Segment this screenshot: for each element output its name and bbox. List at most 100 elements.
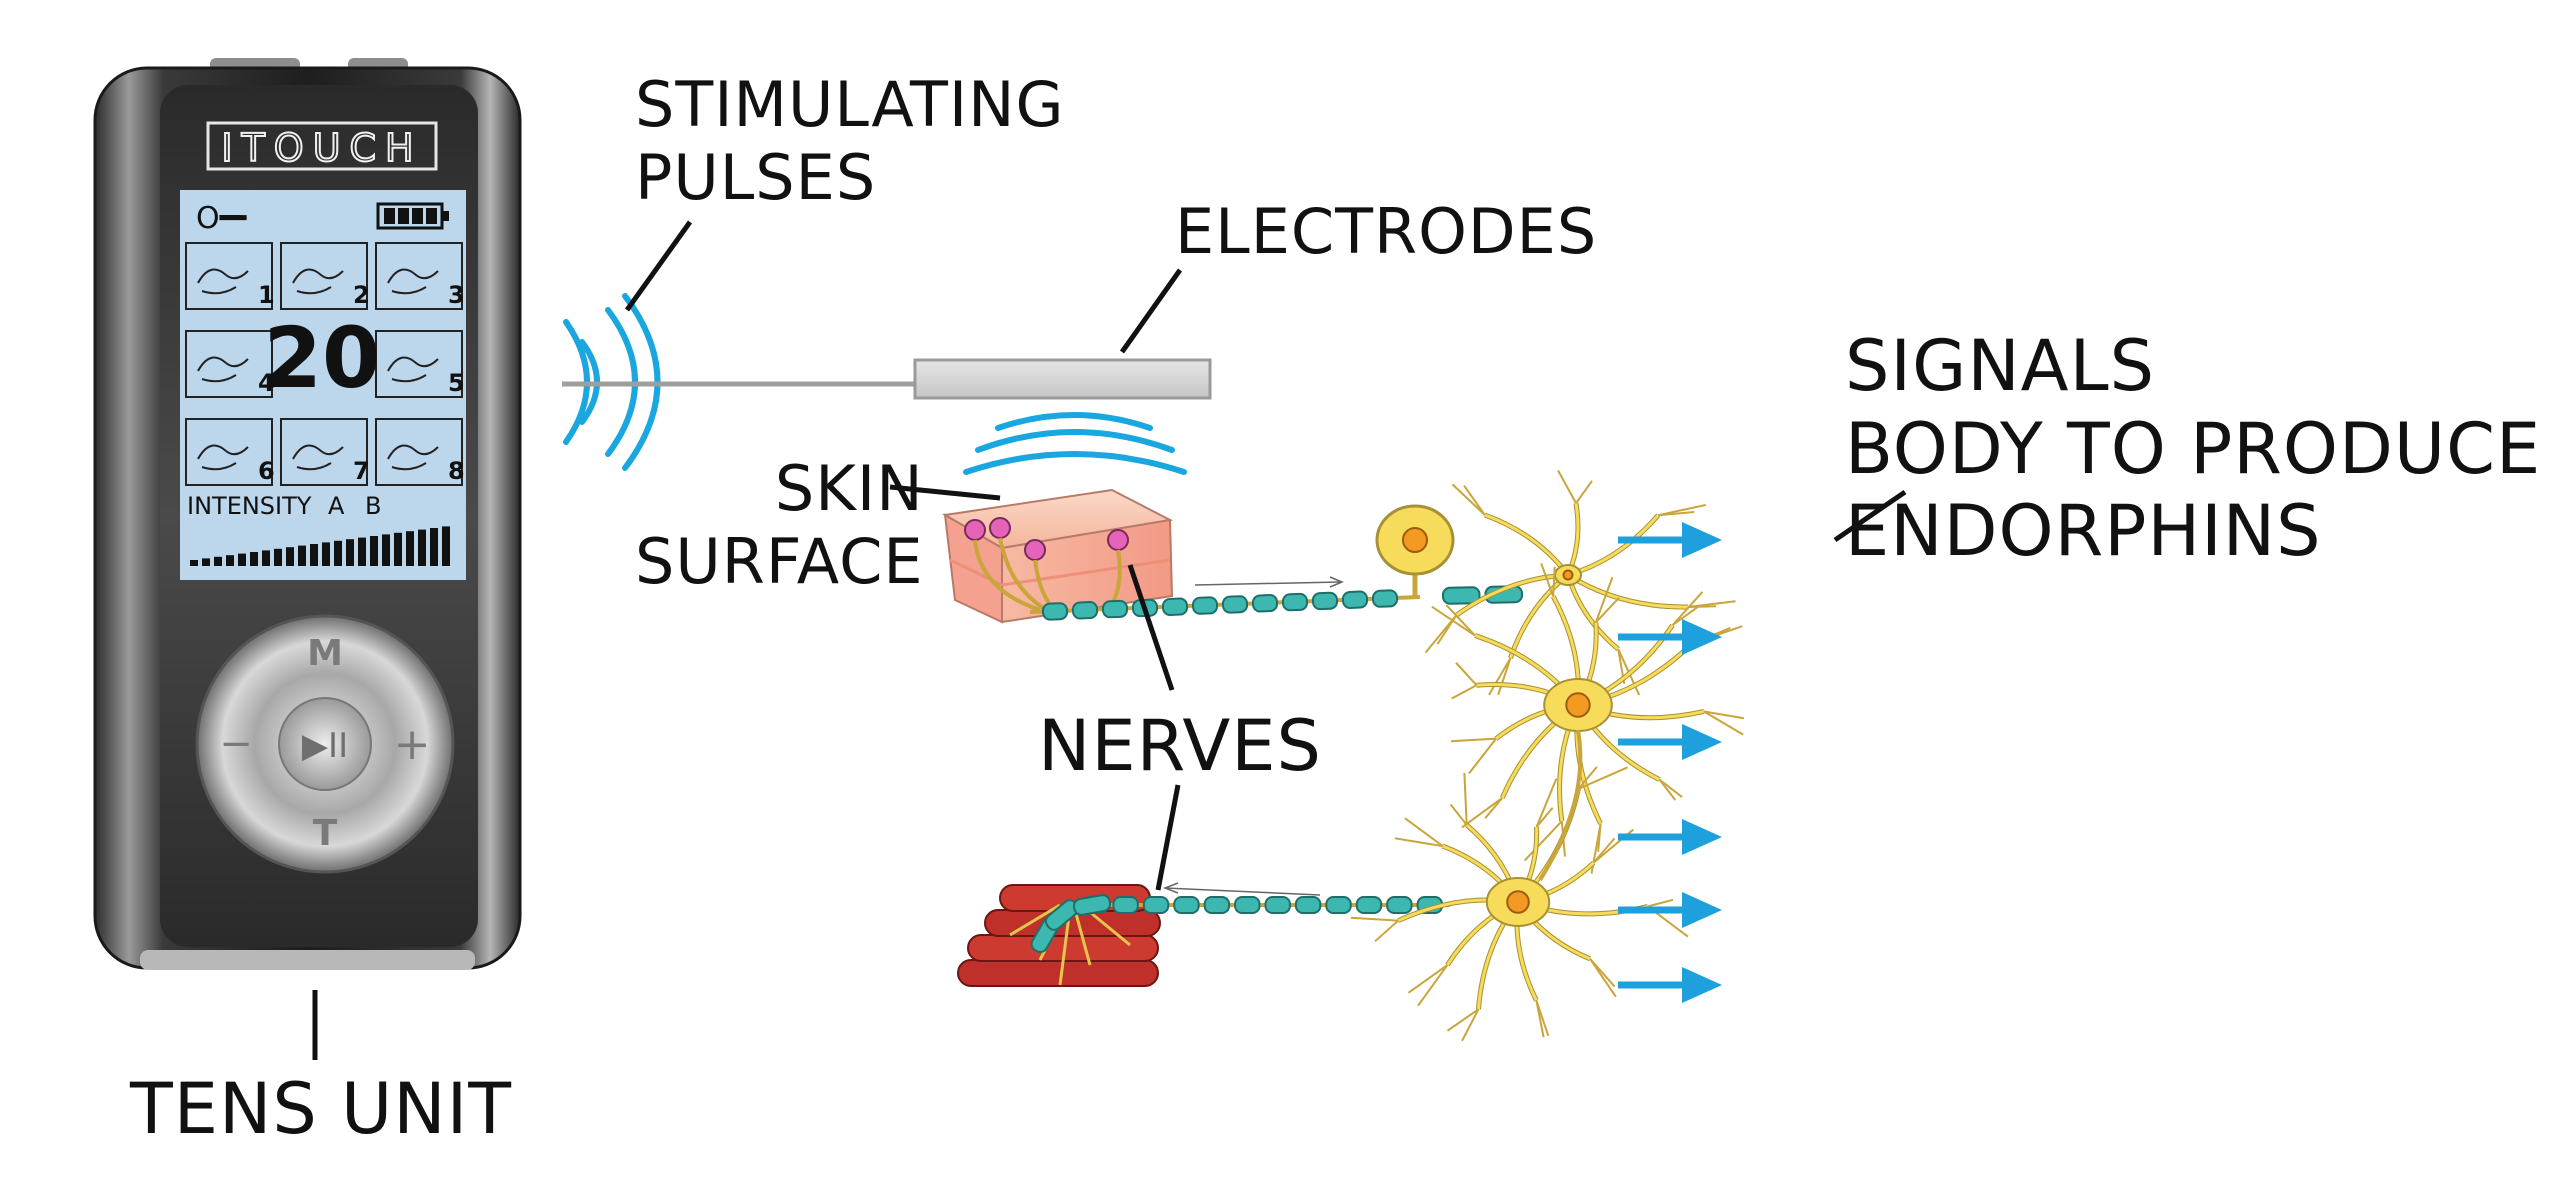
- myelin-segment: [1281, 592, 1309, 612]
- mode-cell-3: 3: [375, 242, 465, 310]
- label-signals-line2: BODY TO PRODUCE: [1845, 407, 2542, 490]
- dendrite-branch: [1417, 964, 1449, 1007]
- mode-number: 3: [448, 281, 465, 309]
- lcd-intensity-label: INTENSITY: [187, 492, 312, 520]
- signal-arrow: [1618, 619, 1722, 655]
- lcd-channel-a: A: [328, 492, 345, 520]
- label-electrodes: ELECTRODES: [1175, 195, 1598, 268]
- signal-arrow: [1618, 819, 1722, 855]
- intensity-bar: [190, 560, 198, 566]
- muscle-fibers: [957, 884, 1161, 987]
- signal-arrow: [1618, 967, 1722, 1003]
- dendrite-branch: [1557, 470, 1577, 504]
- dendrite-branch: [1463, 484, 1486, 516]
- intensity-bar: [202, 558, 210, 566]
- play-pause-button[interactable]: [278, 697, 372, 791]
- leader-lines: [312, 220, 1907, 1060]
- massage-mode-icon: [197, 356, 249, 383]
- myelin-segment: [1221, 595, 1249, 614]
- dendrite-branch: [1455, 662, 1478, 686]
- myelin-segment: [1041, 602, 1069, 621]
- label-skin-line1: SKIN: [774, 452, 924, 525]
- dendrite-branch: [1445, 604, 1476, 637]
- neuron-nucleus: [1506, 890, 1530, 914]
- dendrite: [1567, 573, 1689, 609]
- signal-arrow: [1618, 724, 1722, 760]
- label-signals: SIGNALS BODY TO PRODUCE ENDORPHINS: [1845, 325, 2541, 573]
- dendrite-branch: [1540, 563, 1555, 597]
- myelin-segment: [1341, 590, 1369, 609]
- intensity-bar: [274, 548, 282, 566]
- myelin-segment: [1355, 896, 1383, 914]
- intensity-bar: [310, 544, 318, 566]
- label-stimulating-pulses: STIMULATING PULSES: [635, 68, 1065, 214]
- dendrite-branch: [1657, 503, 1706, 517]
- dendrite-branch: [1394, 837, 1443, 848]
- myelin-segment: [1325, 896, 1352, 914]
- brand-logo-frame: [206, 121, 438, 171]
- dendrite: [1484, 512, 1570, 577]
- dendrite-branch: [1523, 820, 1563, 862]
- dendrite-branch: [1578, 766, 1628, 790]
- intensity-bar: [370, 536, 378, 566]
- label-tens-unit: TENS UNIT: [130, 1068, 513, 1150]
- dendrite-branch: [1658, 778, 1677, 801]
- neuron-nucleus: [1562, 569, 1574, 581]
- massage-mode-icon: [197, 268, 249, 295]
- dendrite-branch: [1450, 737, 1497, 743]
- intensity-bar: [394, 532, 402, 566]
- dendrite-branch: [1535, 1000, 1550, 1037]
- play-pause-label: ▶II: [302, 726, 348, 766]
- minus-button[interactable]: −: [219, 721, 253, 767]
- massage-mode-icon: [292, 268, 344, 295]
- mode-number: 1: [258, 281, 275, 309]
- intensity-bar: [214, 556, 222, 566]
- mode-cell-1: 1: [185, 242, 275, 310]
- label-signals-line1: SIGNALS: [1845, 325, 2156, 407]
- dendrite-branch: [1463, 772, 1468, 826]
- dendrite-branch: [1594, 576, 1614, 623]
- mode-cell-8: 8: [375, 418, 465, 486]
- dendrite-branch: [1592, 837, 1616, 864]
- myelin-segment: [1251, 594, 1279, 613]
- neuron: [1424, 470, 1736, 696]
- plus-button[interactable]: +: [394, 719, 431, 770]
- lcd-number: 20: [264, 309, 381, 407]
- dendrite-branch: [1658, 778, 1683, 798]
- massage-mode-icon: [387, 268, 439, 295]
- mode-number: 7: [353, 457, 370, 485]
- dendrite: [1567, 514, 1660, 577]
- dendrite-branch: [1703, 710, 1744, 736]
- dendrite-branch: [1535, 778, 1558, 828]
- brain-neurons: [1350, 470, 1745, 1042]
- lcd-channel-b: B: [365, 492, 381, 520]
- signal-arrow: [1618, 522, 1722, 558]
- dendrite-branch: [1671, 591, 1704, 626]
- myelin-segment: [1072, 894, 1112, 916]
- intensity-bar: [418, 529, 426, 566]
- dendrite-branch: [1449, 803, 1468, 826]
- intensity-bar: [226, 555, 234, 566]
- myelin-segment: [1071, 601, 1099, 620]
- dendrite-branch: [1461, 1008, 1480, 1042]
- myelin-segment: [1311, 591, 1339, 611]
- timer-button[interactable]: T: [313, 813, 338, 854]
- mode-button[interactable]: M: [307, 633, 343, 674]
- dendrite-branch: [1535, 807, 1554, 828]
- dendrite-branch: [1497, 657, 1512, 696]
- mode-cell-2: 2: [280, 242, 370, 310]
- intensity-bar: [298, 545, 306, 566]
- mode-number: 6: [258, 457, 275, 485]
- myelin-segment: [1142, 896, 1170, 914]
- dendrite-branch: [1446, 1008, 1480, 1032]
- massage-mode-icon: [387, 356, 439, 383]
- myelin-segment: [1191, 596, 1219, 615]
- dendrite-branch: [1577, 766, 1598, 790]
- myelin-segment: [1203, 896, 1231, 914]
- myelin-segment: [1441, 586, 1481, 605]
- dendrite-branch: [1461, 797, 1503, 829]
- dendrite-branch: [1436, 614, 1458, 645]
- label-signals-line3: ENDORPHINS: [1845, 490, 2322, 573]
